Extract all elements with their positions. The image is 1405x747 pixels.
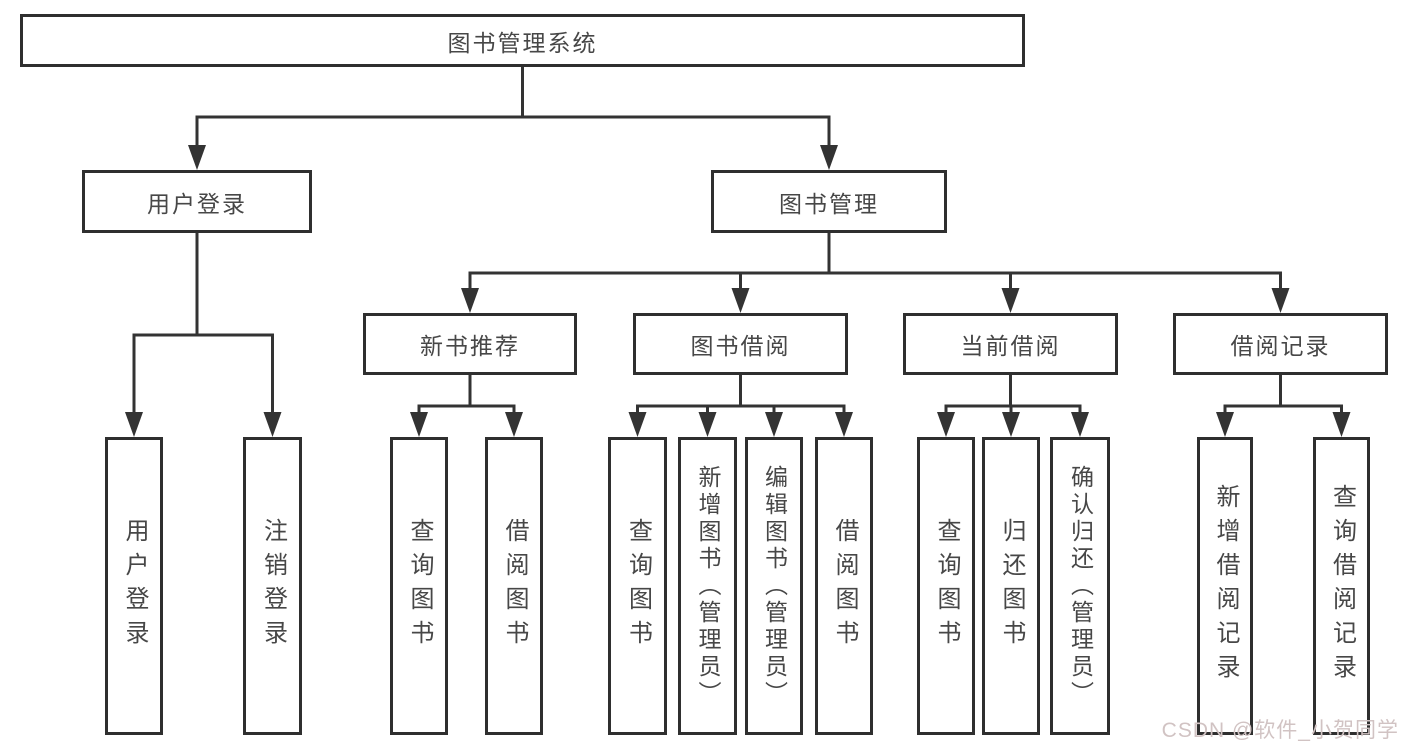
node-leaf-cur-return: 归还图书 <box>982 437 1040 735</box>
node-label: 图书管理系统 <box>447 29 598 56</box>
node-label: 借阅图书 <box>831 518 858 654</box>
node-book-mgmt: 图书管理 <box>711 170 947 233</box>
node-label: 当前借阅 <box>960 333 1061 359</box>
node-label: 用户登录 <box>147 190 247 217</box>
node-leaf-rec-query: 查询图书 <box>390 437 448 735</box>
node-leaf-rec-borrow: 借阅图书 <box>485 437 543 735</box>
node-leaf-cur-query: 查询图书 <box>917 437 975 735</box>
node-label: 查询图书 <box>933 518 960 654</box>
node-label: 图书借阅 <box>690 333 791 359</box>
node-leaf-recd-query: 查询借阅记录 <box>1313 437 1370 735</box>
node-root: 图书管理系统 <box>20 14 1025 67</box>
node-label: 借阅图书 <box>501 518 528 654</box>
node-label: 查询图书 <box>406 518 433 654</box>
node-book-borrow: 图书借阅 <box>633 313 848 375</box>
node-label: 查询借阅记录 <box>1328 484 1356 688</box>
node-user-login: 用户登录 <box>82 170 312 233</box>
node-label: 用户登录 <box>121 518 148 654</box>
node-leaf-bor-borrow: 借阅图书 <box>815 437 873 735</box>
node-label: 归还图书 <box>998 518 1025 654</box>
node-borrow-records: 借阅记录 <box>1173 313 1388 375</box>
node-leaf-bor-add: 新增图书（管理员） <box>678 437 737 735</box>
node-label: 注销登录 <box>259 518 287 654</box>
node-label: 查询图书 <box>624 518 652 654</box>
node-leaf-cur-confirm: 确认归还（管理员） <box>1050 437 1110 735</box>
node-label: 新书推荐 <box>420 333 520 359</box>
node-leaf-user-login: 用户登录 <box>105 437 163 735</box>
node-label: 编辑图书（管理员） <box>761 464 788 708</box>
node-label: 确认归还（管理员） <box>1067 464 1094 708</box>
node-leaf-logout: 注销登录 <box>243 437 302 735</box>
node-leaf-bor-query: 查询图书 <box>608 437 667 735</box>
node-label: 借阅记录 <box>1230 333 1331 359</box>
node-label: 图书管理 <box>779 190 879 217</box>
node-current-borrow: 当前借阅 <box>903 313 1118 375</box>
node-new-book-rec: 新书推荐 <box>363 313 577 375</box>
node-leaf-bor-edit: 编辑图书（管理员） <box>745 437 803 735</box>
node-label: 新增借阅记录 <box>1212 484 1239 688</box>
node-leaf-recd-add: 新增借阅记录 <box>1197 437 1253 735</box>
node-label: 新增图书（管理员） <box>695 464 721 708</box>
